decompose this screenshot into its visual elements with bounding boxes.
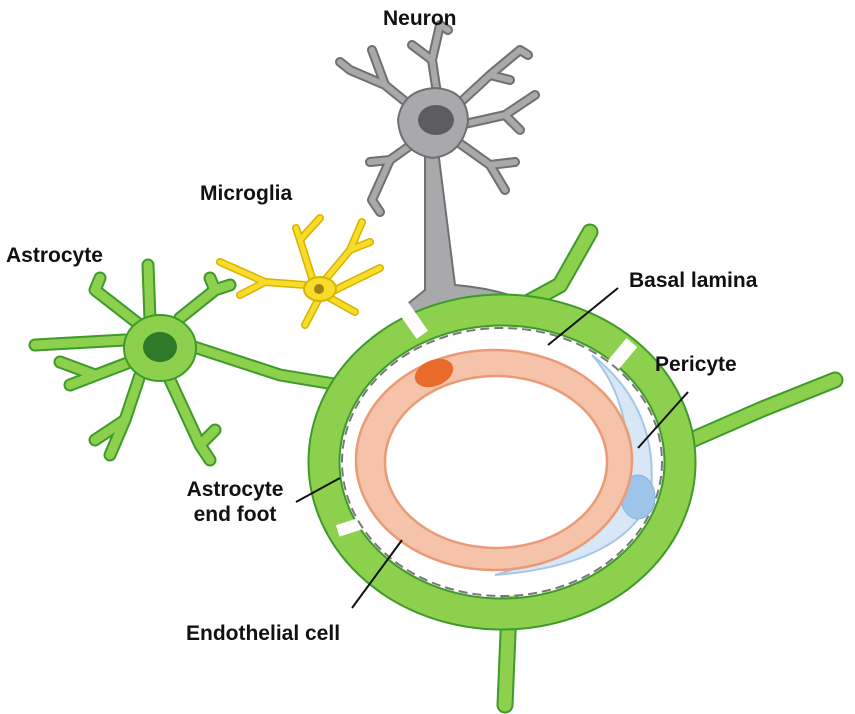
endothelial-cell [354, 348, 634, 572]
vessel-lumen [383, 374, 609, 550]
label-astrocyte-end-foot-line2: end foot [193, 503, 277, 526]
label-basal-lamina: Basal lamina [629, 269, 758, 292]
label-astrocyte: Astrocyte [6, 244, 103, 267]
leader-lines [295, 287, 689, 609]
astrocyte-nucleus [143, 332, 177, 362]
astrocyte-end-feet [307, 223, 844, 714]
label-astrocyte-end-foot-line1: Astrocyte [186, 478, 284, 501]
neuron-cell [335, 20, 540, 319]
neuron-nucleus [418, 105, 454, 135]
microglia-nucleus [314, 284, 324, 294]
label-neuron: Neuron [383, 7, 457, 30]
label-pericyte: Pericyte [655, 353, 737, 376]
label-astrocyte-end-foot: Astrocyte end foot [165, 477, 305, 527]
endothelial-nucleus [414, 358, 454, 388]
leader-endothelial-cell [351, 539, 403, 609]
leader-astrocyte-end-foot [295, 477, 341, 503]
microglia-cell [216, 214, 384, 329]
leader-pericyte [637, 391, 689, 449]
leader-basal-lamina [547, 287, 619, 346]
astrocyte-cell [28, 258, 347, 467]
label-microglia: Microglia [200, 182, 293, 205]
label-endothelial-cell: Endothelial cell [186, 622, 341, 645]
